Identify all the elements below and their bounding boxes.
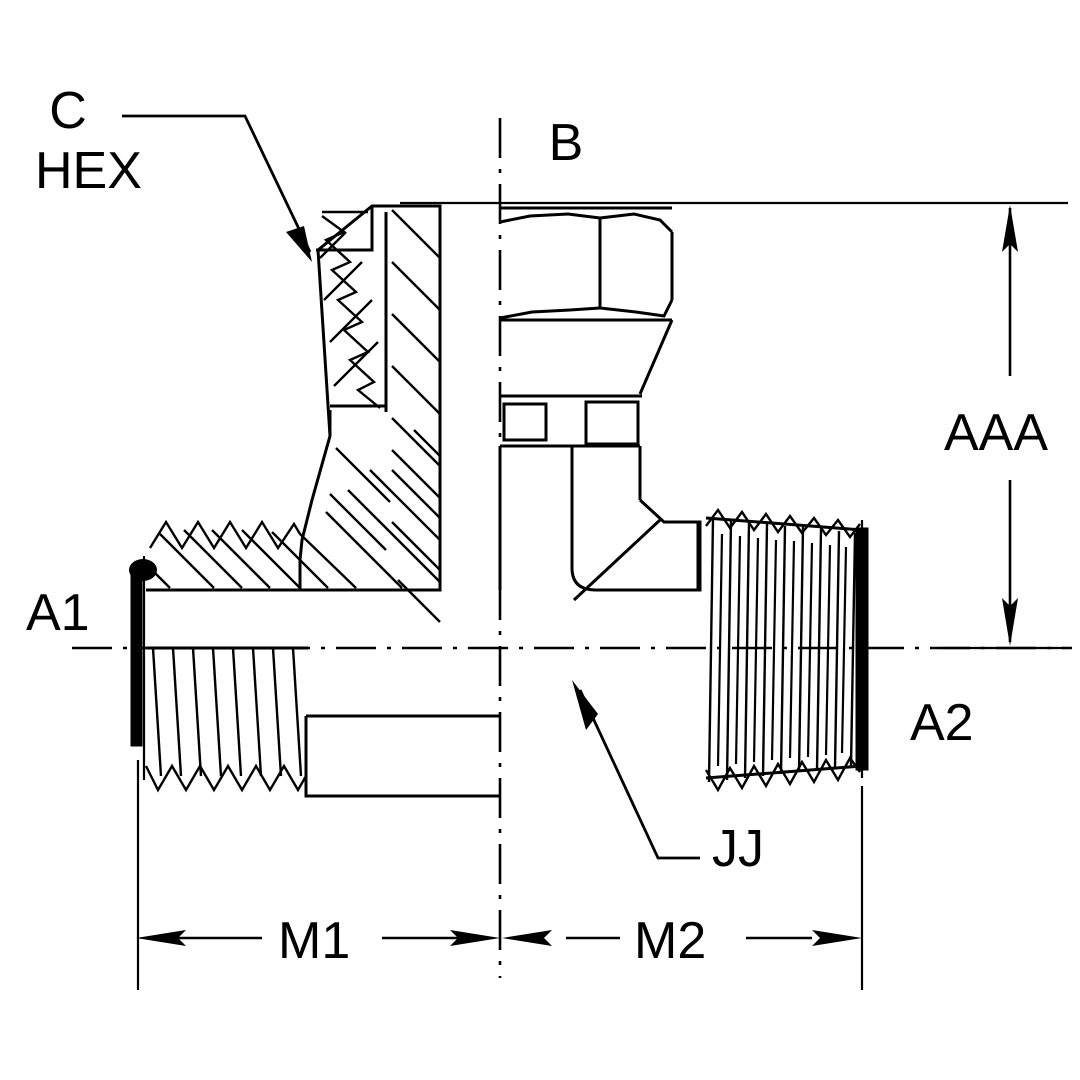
jj-leader-arrowhead [572,680,598,730]
hex-shank-taper [638,319,674,395]
branch-body-fillet-bottom [570,567,696,592]
vertical-branch-section-left [298,204,442,623]
callout-jj-leader [572,680,700,860]
branch-bore-bottom-step [330,404,388,412]
branch-lower-body [498,446,698,602]
aaa-extension-lines [400,201,1068,650]
hex-top-chamfer-left [499,212,601,224]
m-extension-lines [136,760,864,990]
wrench-flat-indicator-left [502,402,548,442]
branch-counterbore-step [316,206,374,252]
label-a2: A2 [910,694,974,752]
m2-arrowhead-right [812,930,862,946]
m1-arrowhead-right [450,930,500,946]
left-arm-thread-crest-upper [148,519,302,551]
wrench-flat-indicator-right [584,400,640,446]
aaa-arrowhead-top [1002,205,1018,252]
left-arm-elevation-lower [144,646,500,798]
hex-head-elevation [499,206,674,448]
right-end-face [855,520,869,778]
hex-bottom-chamfer-left [499,306,601,320]
label-jj: JJ [712,820,764,878]
right-arm-thread-flanks [707,517,857,783]
branch-shoulder-transition [638,498,698,524]
label-a1: A1 [26,584,90,642]
label-m2: M2 [634,912,706,970]
label-b: B [549,114,584,172]
label-c: C [49,82,87,140]
right-arm-elevation [696,507,863,793]
c-leader-line [122,114,312,253]
left-end-face [129,556,157,780]
branch-internal-thread-profile [321,215,381,409]
left-arm-section-upper [146,429,441,592]
dimension-aaa [1002,205,1018,646]
left-arm-thread-crest-lower [144,763,308,793]
m2-arrowhead-left [502,930,552,946]
branch-diagonal-blend [572,518,662,602]
right-arm-thread-crest-top [705,507,861,540]
dimension-m1 [136,930,500,946]
aaa-arrowhead-bottom [1002,598,1018,646]
left-arm-section-hatching [147,429,441,589]
label-aaa: AAA [944,404,1048,462]
right-arm-thread-root-lines [716,533,848,767]
callout-c-hex-leader [122,114,312,262]
label-hex: HEX [35,142,142,200]
jj-leader-line [578,689,700,860]
label-m1: M1 [278,912,350,970]
m1-arrowhead-left [136,930,186,946]
c-leader-arrowhead [286,226,312,262]
dimension-m2 [502,930,862,946]
hex-bottom-chamfer-right [599,299,674,318]
left-end-face-heavy-edge [130,565,143,747]
hex-top-chamfer-right [599,212,674,234]
left-arm-thread-flanks [151,647,303,777]
right-arm-thread-crest-bottom [704,755,861,793]
left-arm-body-outline [304,716,500,798]
branch-section-hatching [319,209,441,623]
